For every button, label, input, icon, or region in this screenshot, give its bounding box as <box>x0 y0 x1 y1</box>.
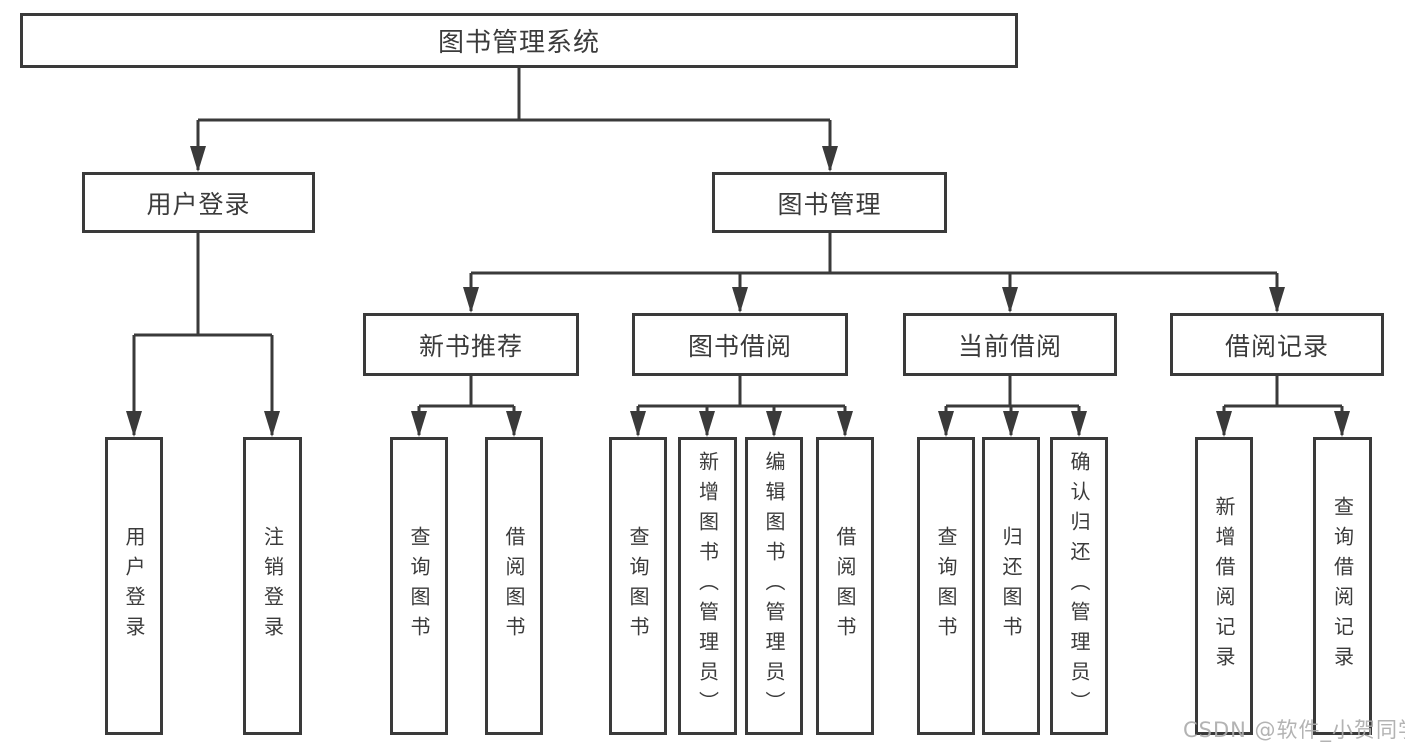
node-user-login: 用户登录 <box>82 172 315 233</box>
node-label: 借阅记录 <box>1224 331 1329 361</box>
node-label: 新增借阅记录 <box>1212 496 1236 676</box>
node-label: 当前借阅 <box>957 331 1062 361</box>
arrowhead-icon <box>1002 287 1018 313</box>
node-current-borrow: 当前借阅 <box>903 313 1117 376</box>
node-label: 查询图书 <box>407 526 431 646</box>
arrowhead-icon <box>463 287 479 313</box>
node-new-book-recommend: 新书推荐 <box>363 313 579 376</box>
arrowhead-icon <box>938 411 954 437</box>
leaf-user-login: 用户登录 <box>105 437 163 735</box>
arrowhead-icon <box>630 411 646 437</box>
leaf-query-books-1: 查询图书 <box>390 437 448 735</box>
arrowhead-icon <box>1269 287 1285 313</box>
node-label: 归还图书 <box>999 526 1023 646</box>
leaf-return-books: 归还图书 <box>982 437 1040 735</box>
arrowhead-icon <box>1334 411 1350 437</box>
arrowhead-icon <box>506 411 522 437</box>
leaf-add-book-admin: 新增图书（管理员） <box>678 437 737 735</box>
arrowhead-icon <box>264 411 280 437</box>
node-label: 新书推荐 <box>418 331 523 361</box>
node-borrow-records: 借阅记录 <box>1170 313 1384 376</box>
node-library-system: 图书管理系统 <box>20 13 1018 68</box>
leaf-borrow-books-2: 借阅图书 <box>816 437 874 735</box>
connector-lines <box>132 68 1344 435</box>
node-label: 借阅图书 <box>833 526 857 646</box>
leaf-edit-book-admin: 编辑图书（管理员） <box>745 437 803 735</box>
node-label: 图书借阅 <box>687 331 792 361</box>
arrowhead-icon <box>1216 411 1232 437</box>
node-book-management: 图书管理 <box>712 172 947 233</box>
leaf-query-books-2: 查询图书 <box>609 437 667 735</box>
leaf-logout: 注销登录 <box>243 437 302 735</box>
node-label: 用户登录 <box>122 526 146 646</box>
arrowhead-icon <box>190 146 206 172</box>
node-label: 编辑图书（管理员） <box>762 451 786 721</box>
csdn-watermark: CSDN @软件_小贺同学 <box>1183 718 1405 742</box>
node-label: 查询图书 <box>934 526 958 646</box>
node-label: 借阅图书 <box>502 526 526 646</box>
leaf-borrow-books-1: 借阅图书 <box>485 437 543 735</box>
leaf-add-borrow-record: 新增借阅记录 <box>1195 437 1253 735</box>
node-label: 查询借阅记录 <box>1330 496 1355 676</box>
arrowhead-icon <box>822 146 838 172</box>
leaf-confirm-return-admin: 确认归还（管理员） <box>1050 437 1108 735</box>
arrowhead-icon <box>411 411 427 437</box>
arrowhead-icon <box>699 411 715 437</box>
arrowhead-icon <box>1071 411 1087 437</box>
leaf-query-books-3: 查询图书 <box>917 437 975 735</box>
node-label: 新增图书（管理员） <box>695 451 720 721</box>
leaf-query-borrow-record: 查询借阅记录 <box>1313 437 1372 735</box>
arrowhead-icon <box>766 411 782 437</box>
node-book-borrow: 图书借阅 <box>632 313 848 376</box>
arrowhead-icon <box>837 411 853 437</box>
node-label: 图书管理 <box>777 189 882 219</box>
arrowhead-icon <box>126 411 142 437</box>
node-label: 注销登录 <box>260 526 285 646</box>
node-label: 用户登录 <box>146 189 251 219</box>
arrowhead-icon <box>1003 411 1019 437</box>
node-label: 查询图书 <box>626 526 650 646</box>
node-label: 图书管理系统 <box>437 28 600 58</box>
node-label: 确认归还（管理员） <box>1067 451 1091 721</box>
arrowhead-icon <box>732 287 748 313</box>
